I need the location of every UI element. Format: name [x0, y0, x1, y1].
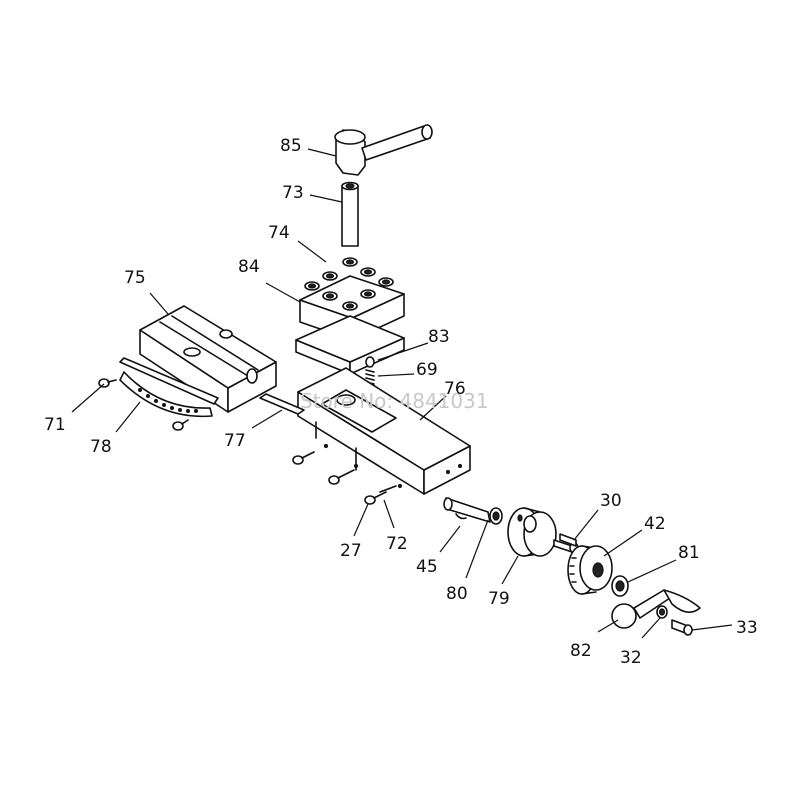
label-73: 73	[282, 183, 304, 203]
label-27: 27	[340, 541, 362, 561]
part-82-handle-arm	[611, 589, 701, 629]
label-83: 83	[428, 327, 450, 347]
part-75-swivel-base	[139, 305, 277, 413]
label-75: 75	[124, 268, 146, 288]
label-45: 45	[416, 557, 438, 577]
part-76-cross-slide	[297, 367, 471, 495]
part-78-scale	[119, 357, 219, 418]
part-33-screw	[671, 619, 693, 636]
label-81: 81	[678, 543, 700, 563]
part-73-stud	[341, 181, 359, 247]
label-84: 84	[238, 257, 260, 277]
watermark-text: Store No: 4841031	[300, 389, 489, 413]
part-77-gib	[259, 393, 305, 415]
label-32: 32	[620, 648, 642, 668]
label-78: 78	[90, 437, 112, 457]
part-labels: 85 73 74 84 75 83 69 76 71 78 77 27 72 4…	[44, 136, 758, 668]
label-76: 76	[444, 379, 466, 399]
label-85: 85	[280, 136, 302, 156]
label-30: 30	[600, 491, 622, 511]
label-71: 71	[44, 415, 66, 435]
part-71-screw	[98, 378, 189, 431]
part-45-key	[455, 513, 467, 520]
label-77: 77	[224, 431, 246, 451]
leader-lines	[71, 148, 733, 639]
label-74: 74	[268, 223, 290, 243]
part-69-plunger	[365, 356, 375, 385]
label-33: 33	[736, 618, 758, 638]
part-79-bracket	[507, 507, 557, 557]
part-72-screw	[328, 469, 397, 493]
part-27-screw	[292, 451, 387, 505]
part-42-dial	[567, 545, 613, 595]
part-81-nut	[611, 575, 629, 597]
part-80-screw-end	[443, 497, 503, 525]
label-79: 79	[488, 589, 510, 609]
part-32-washer	[656, 605, 668, 619]
part-83-plate	[295, 315, 405, 375]
label-82: 82	[570, 641, 592, 661]
label-80: 80	[446, 584, 468, 604]
label-42: 42	[644, 514, 666, 534]
label-72: 72	[386, 534, 408, 554]
label-69: 69	[416, 360, 438, 380]
part-85-handle	[334, 124, 433, 176]
